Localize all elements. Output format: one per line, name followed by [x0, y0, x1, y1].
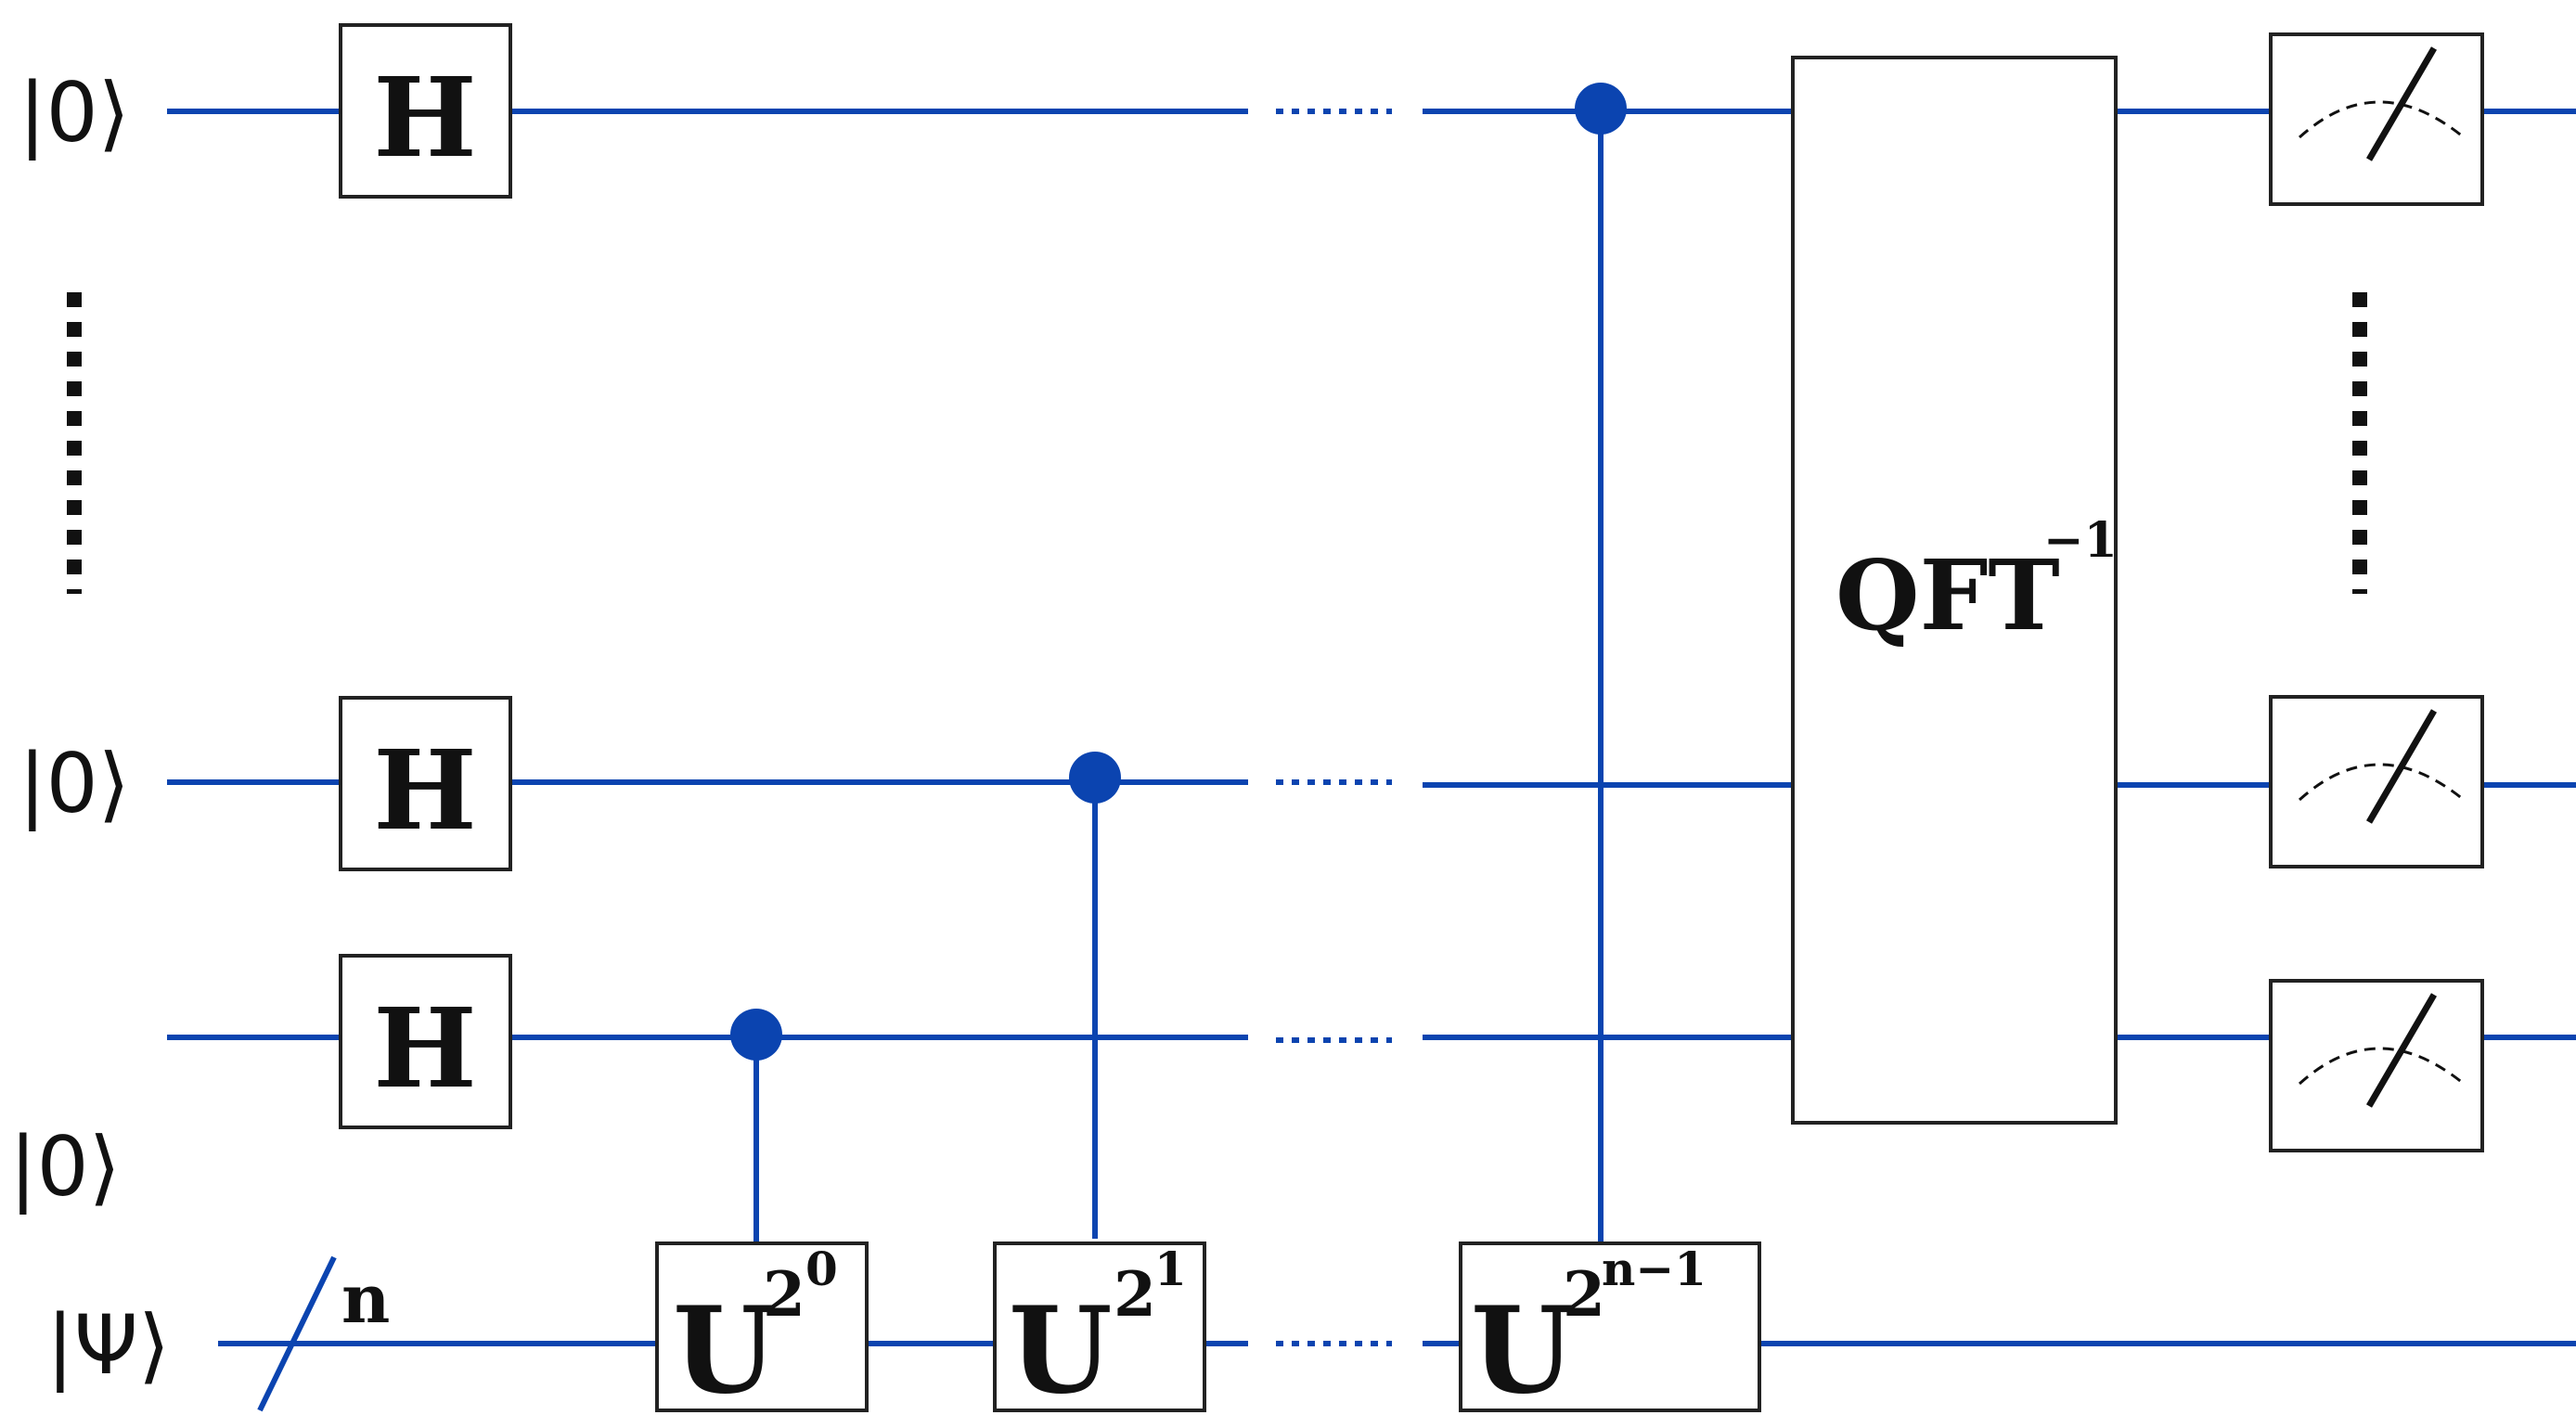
- meter-icon-arc-top: [2298, 100, 2465, 139]
- register-size-label: n: [341, 1259, 390, 1338]
- input-ket-mid: |0⟩: [19, 736, 130, 832]
- input-ket-top: |0⟩: [19, 65, 130, 161]
- u0-exp-sup: 0: [805, 1241, 838, 1296]
- un-base: U: [1471, 1281, 1575, 1421]
- svg-text:H: H: [373, 726, 477, 855]
- qft-superscript: −1: [2043, 512, 2118, 569]
- control-dot-icon-u1: [1069, 752, 1121, 804]
- svg-text:H: H: [373, 53, 477, 182]
- register-slash: [257, 1255, 337, 1412]
- meter-icon-needle-top: [2365, 46, 2438, 161]
- controlled-u-gate-1: U 2 1: [993, 1241, 1206, 1421]
- measurement-top: [2269, 32, 2484, 206]
- svg-text:H: H: [373, 984, 477, 1113]
- input-ket-psi: |Ψ⟩: [46, 1297, 170, 1394]
- meter-icon-needle-low: [2365, 993, 2438, 1108]
- controlled-u-gate-n: U 2 n−1: [1459, 1241, 1761, 1421]
- meter-icon-arc-mid: [2298, 763, 2465, 802]
- wires: [167, 109, 2576, 1412]
- meter-icon-needle-mid: [2365, 709, 2438, 824]
- input-labels: |0⟩ |0⟩ |0⟩ |Ψ⟩ n: [9, 65, 390, 1394]
- u0-base: U: [673, 1281, 777, 1421]
- hadamard-gate-mid: H: [339, 696, 512, 871]
- u0-exp: 2: [763, 1258, 805, 1331]
- control-dot-icon-un: [1575, 83, 1627, 135]
- u1-exp-sup: 1: [1154, 1241, 1187, 1296]
- hadamard-gate-top: H: [339, 23, 512, 199]
- inverse-qft-gate: QFT −1: [1791, 56, 2118, 1125]
- meter-icon-arc-low: [2298, 1047, 2465, 1086]
- input-ket-low: |0⟩: [9, 1119, 121, 1216]
- measurement-low: [2269, 979, 2484, 1152]
- un-exp: 2: [1563, 1258, 1605, 1331]
- un-exp-sup: n−1: [1602, 1241, 1707, 1296]
- control-dot-icon-u0: [730, 1009, 782, 1061]
- u1-base: U: [1009, 1281, 1113, 1421]
- qft-label: QFT: [1835, 538, 2060, 652]
- hadamard-gate-low: H: [339, 954, 512, 1129]
- measurement-mid: [2269, 695, 2484, 868]
- controlled-u-gate-0: U 2 0: [655, 1241, 869, 1421]
- u1-exp: 2: [1114, 1258, 1156, 1331]
